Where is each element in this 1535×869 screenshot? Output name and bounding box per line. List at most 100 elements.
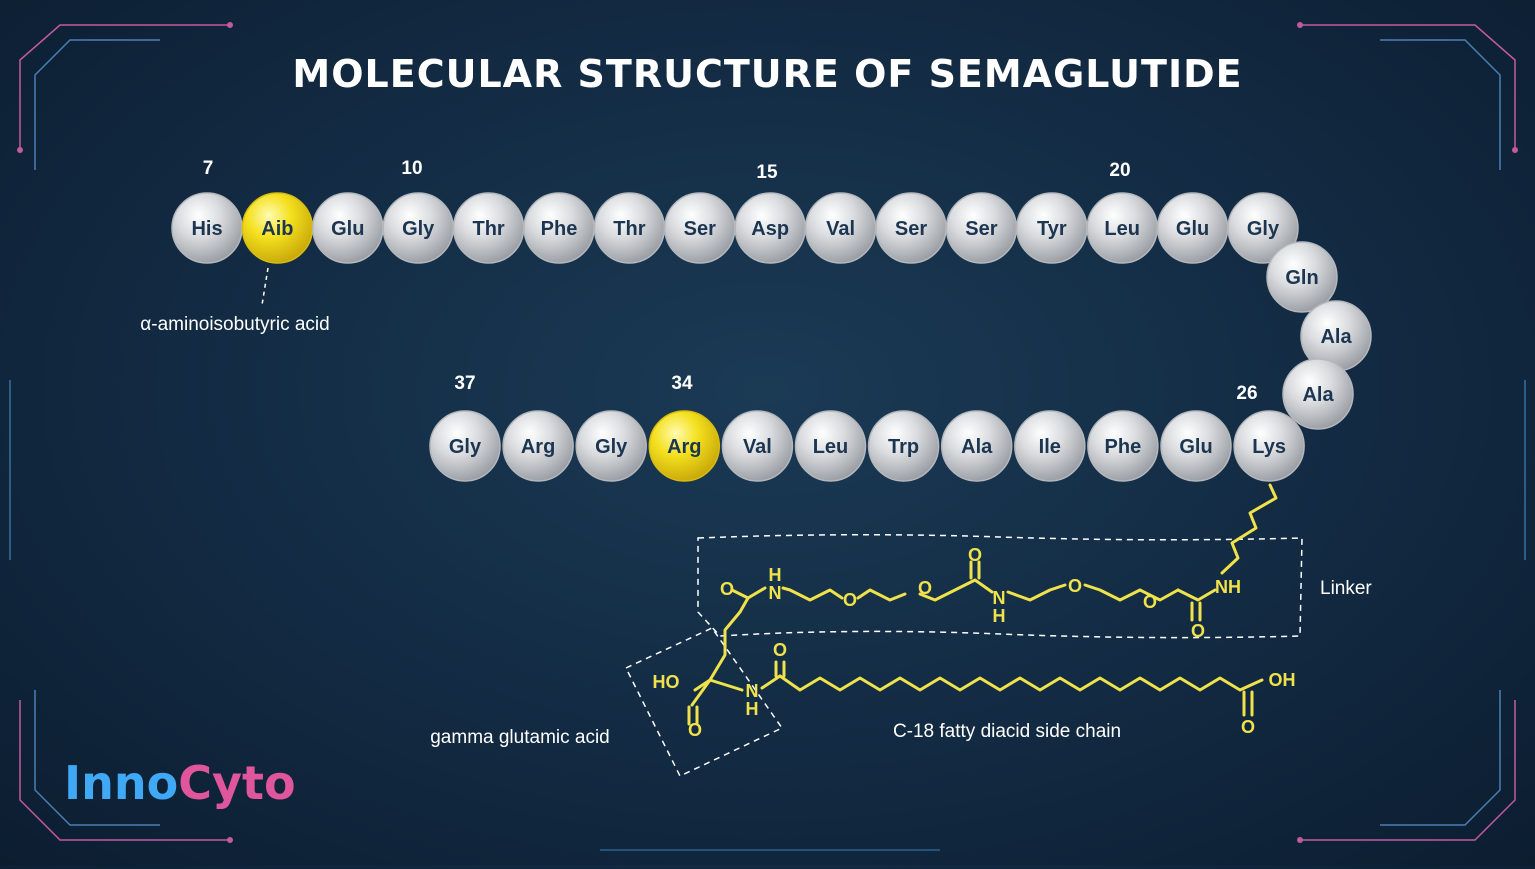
residue-label-gly-35: Gly [595,436,628,458]
residue-bead-gln-23 [1266,241,1338,313]
glu-backbone [693,610,742,692]
atom-o-glu-side: O [720,579,734,599]
residue-label-ser-14: Ser [684,218,716,240]
linker-bond-7 [730,586,767,600]
logo-part-1: Inno [64,756,179,810]
residue-label-glu-21: Glu [1176,218,1209,240]
residue-bead-gly-22 [1227,192,1299,264]
residue-bead-ala-30 [940,410,1013,482]
atom-o-ether-3: O [918,578,932,598]
residue-bead-lys-26 [1233,410,1305,482]
residue-label-ala-30: Ala [961,436,993,458]
atom-o-ether-1: O [1068,576,1082,596]
aib-label: α-aminoisobutyric acid [140,314,329,335]
atom-o-carbonyl-2: O [968,545,982,565]
gamma-glu-box [624,627,784,777]
residue-label-ser-17: Ser [895,218,927,240]
atom-o-glu-acid: O [688,720,702,740]
fatty-acid-label: C-18 fatty diacid side chain [893,721,1121,742]
residue-bead-phe-28 [1087,410,1159,482]
residue-bead-glu-27 [1160,410,1232,482]
atom-h-amide: H [993,606,1006,626]
residue-bead-trp-31 [867,410,940,482]
residue-label-arg-36: Arg [521,436,555,458]
residue-label-aib-8: Aib [261,218,293,240]
residue-label-glu-9: Glu [331,218,364,240]
residue-label-phe-28: Phe [1105,436,1142,458]
atom-o-carbonyl-1: O [1191,621,1205,641]
atom-n-glu: N [746,681,759,701]
residue-bead-arg-34 [648,410,721,482]
residue-label-phe-12: Phe [541,218,578,240]
atom-nh-linker-right: NH [1215,577,1241,597]
residue-label-trp-31: Trp [888,436,919,458]
position-number-7: 7 [203,158,214,179]
residue-label-leu-32: Leu [813,436,849,458]
position-number-10: 10 [401,158,422,179]
residue-bead-gly-37 [429,410,501,482]
residue-label-ile-29: Ile [1039,436,1061,458]
residue-label-his-7: His [191,218,222,240]
glu-carboxyl [690,678,712,707]
atom-ho: HO [653,672,680,692]
lys-side-chain [1220,483,1278,575]
residue-label-asp-15: Asp [751,218,789,240]
residue-label-lys-26: Lys [1252,436,1286,458]
atom-o-acyl: O [773,640,787,660]
residue-bead-ile-29 [1014,410,1086,482]
residue-bead-arg-36 [502,410,574,482]
atom-o-ether-2: O [1143,592,1157,612]
position-number-15: 15 [756,162,778,183]
atom-n-amide: N [993,588,1006,608]
linker-bond-1 [1176,588,1217,602]
linker-bond-3 [1006,583,1067,602]
atom-oh-terminal: OH [1269,670,1296,690]
residue-label-tyr-19: Tyr [1037,218,1067,240]
linker-bond-6 [781,586,844,602]
residue-label-gly-37: Gly [449,436,482,458]
residue-label-thr-11: Thr [472,218,504,240]
innocyto-logo: InnoCyto [64,756,296,810]
side-chain-structure [687,483,1278,726]
logo-part-2: Cyto [178,756,296,810]
glu-to-n [708,678,744,692]
atom-h-glu: H [746,699,759,719]
linker-box [697,533,1303,639]
residue-label-glu-27: Glu [1179,436,1212,458]
residue-label-ala-24: Ala [1320,326,1352,348]
atom-n-linker-left: N [769,583,782,603]
residue-label-ala-25: Ala [1302,384,1334,406]
residue-bead-gly-35 [575,410,647,482]
position-number-34: 34 [671,373,693,394]
aib-pointer [261,267,269,306]
residue-label-gly-22: Gly [1247,218,1280,240]
position-number-26: 26 [1236,383,1257,404]
linker-label: Linker [1320,578,1372,599]
residue-label-thr-13: Thr [613,218,645,240]
n-to-acyl [760,674,782,690]
position-number-20: 20 [1109,160,1130,181]
residue-bead-val-33 [721,410,794,482]
residue-label-leu-20: Leu [1104,218,1140,240]
residue-label-gly-10: Gly [402,218,435,240]
circuit-frame [9,22,1526,851]
position-number-37: 37 [454,373,475,394]
residue-bead-ala-25 [1282,358,1354,430]
residue-label-val-33: Val [743,436,772,458]
residue-label-ser-18: Ser [965,218,997,240]
residue-bead-leu-32 [794,410,867,482]
residue-label-val-16: Val [826,218,855,240]
linker-bond-5 [856,588,907,602]
atom-o-ether-4: O [843,590,857,610]
residue-label-arg-34: Arg [667,436,701,458]
atom-h-linker-left: H [769,565,782,585]
residue-label-gln-23: Gln [1285,267,1318,289]
linker-bond-2 [1083,583,1180,602]
glu-bond-1 [738,596,750,614]
page-title: MOLECULAR STRUCTURE OF SEMAGLUTIDE [292,52,1243,96]
linker-bond-4 [918,578,994,602]
fatty-acid-chain [778,674,1264,692]
